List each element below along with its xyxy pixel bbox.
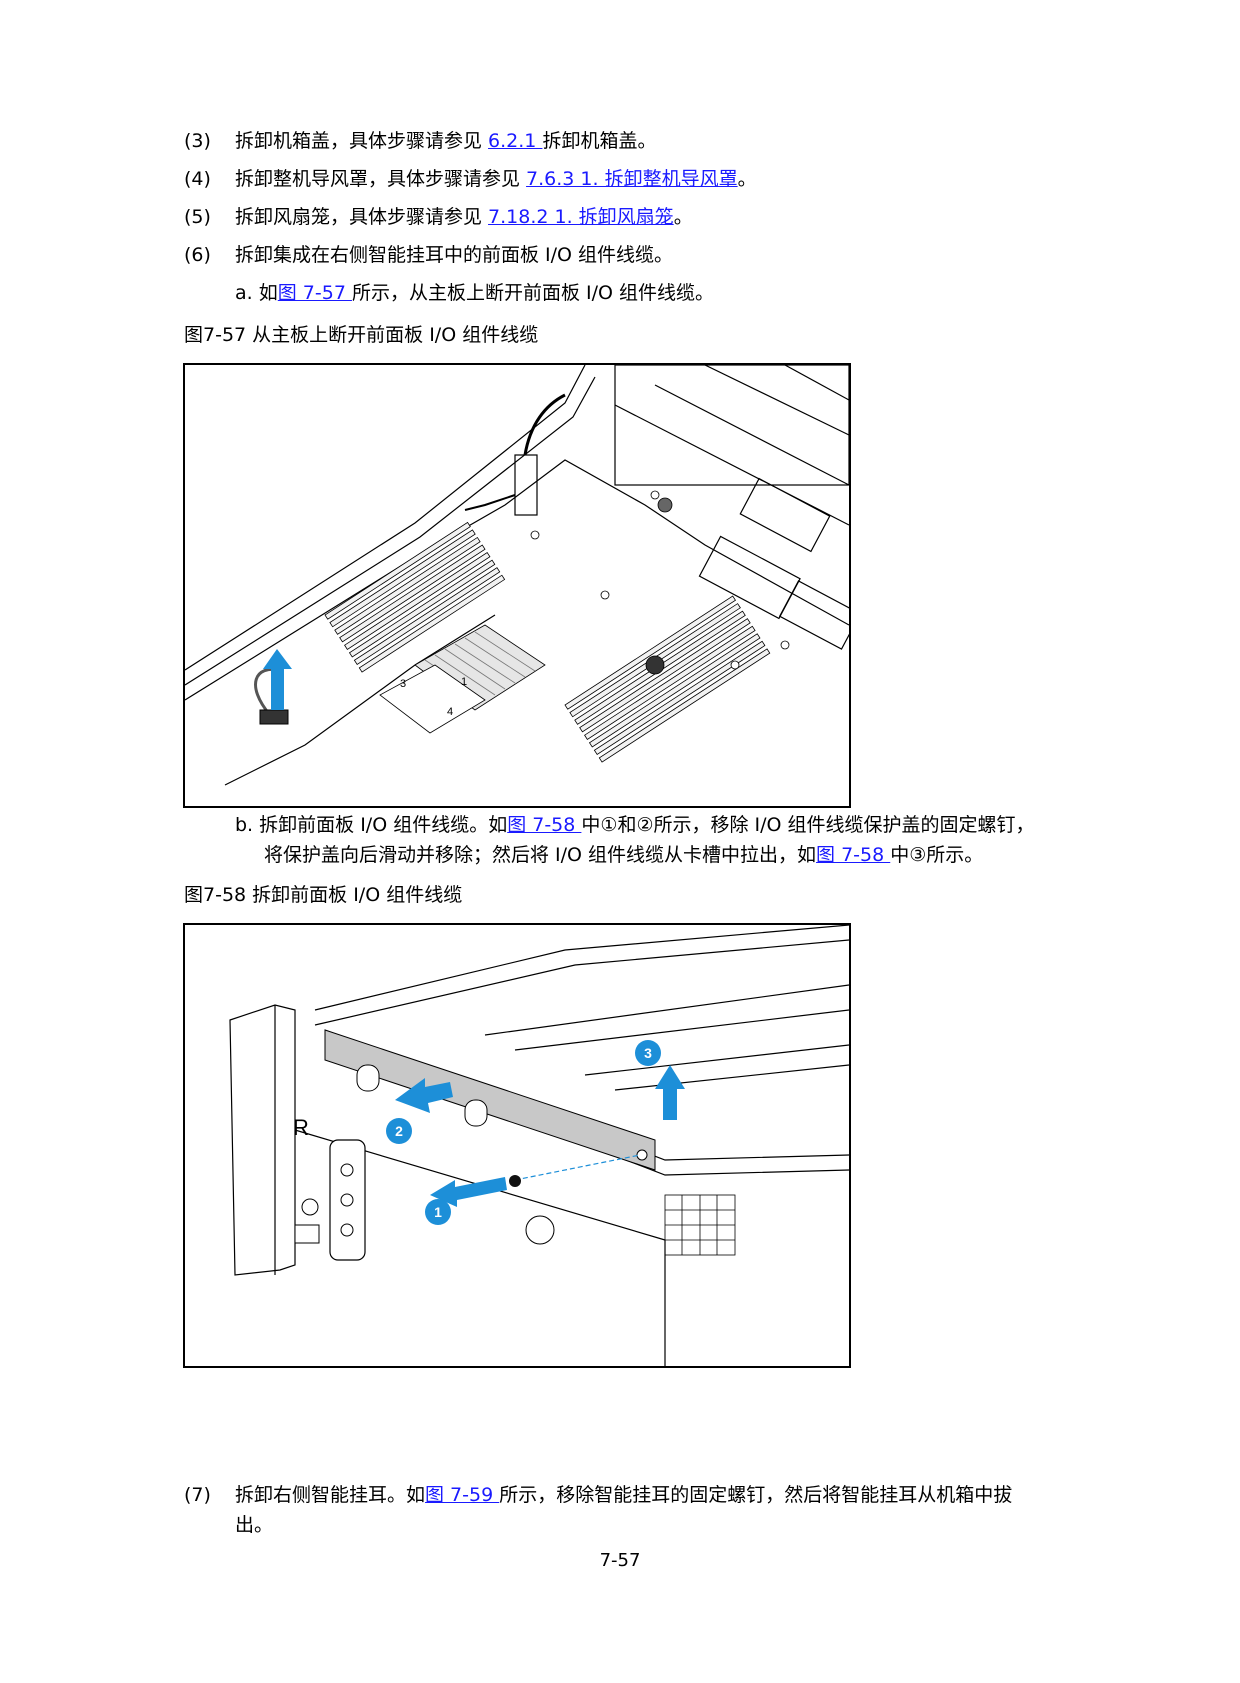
screw — [509, 1175, 521, 1187]
vent-grille — [664, 1194, 736, 1256]
substep-text-end: 中③所示。 — [890, 844, 984, 866]
cable-cover — [324, 1029, 656, 1171]
cross-reference-link[interactable]: 7.18.2 1. 拆卸风扇笼 — [488, 206, 674, 228]
svg-text:3: 3 — [644, 1045, 652, 1061]
substep-text-end: 中①和②所示，移除 I/O 组件线缆保护盖的固定螺钉， — [581, 814, 1035, 836]
pull-up-arrow — [263, 649, 292, 710]
figure-link[interactable]: 图 7-59 — [425, 1484, 500, 1506]
arrow-1 — [430, 1177, 507, 1207]
step-text: 拆卸集成在右侧智能挂耳中的前面板 I/O 组件线缆。 — [235, 244, 674, 266]
figure-caption: 图7-58 拆卸前面板 I/O 组件线缆 — [184, 884, 463, 906]
motherboard-illustration: 3 4 1 — [185, 365, 849, 786]
svg-text:2: 2 — [395, 1123, 403, 1139]
heatsink-mark-1: 1 — [461, 676, 467, 688]
heatsink — [379, 624, 546, 734]
arrow-2 — [395, 1078, 453, 1113]
callout-3 — [635, 1040, 661, 1066]
substep-text: 拆卸前面板 I/O 组件线缆。如 — [259, 814, 508, 836]
figure-caption: 图7-57 从主板上断开前面板 I/O 组件线缆 — [184, 324, 539, 346]
cross-reference-link[interactable]: 7.6.3 1. 拆卸整机导风罩 — [526, 168, 738, 190]
step-number: (3) — [184, 130, 211, 152]
figure-link[interactable]: 图 7-58 — [816, 844, 891, 866]
figure-7-57: 3 4 1 — [183, 363, 851, 808]
substep-a: a. 如图 7-57 所示，从主板上断开前面板 I/O 组件线缆。 — [235, 280, 714, 306]
svg-text:1: 1 — [434, 1204, 442, 1220]
cable-connector — [259, 709, 289, 725]
step-text-end: 。 — [673, 206, 693, 228]
arrow-3 — [655, 1065, 685, 1120]
figure-link[interactable]: 图 7-58 — [507, 814, 582, 836]
substep-text: 如 — [258, 282, 278, 304]
step-text-end: 拆卸机箱盖。 — [542, 130, 657, 152]
step-text: 拆卸风扇笼，具体步骤请参见 — [235, 206, 489, 228]
step-text: 拆卸右侧智能挂耳。如 — [235, 1484, 426, 1506]
substep-text-end: 所示，从主板上断开前面板 I/O 组件线缆。 — [351, 282, 714, 304]
page-number: 7-57 — [599, 1550, 641, 1571]
figure-7-58: R 1 2 3 — [183, 923, 851, 1368]
callout-1 — [425, 1199, 451, 1225]
front-panel-illustration: R 1 2 3 — [229, 925, 849, 1366]
substep-b-line-1: b. 拆卸前面板 I/O 组件线缆。如图 7-58 中①和②所示，移除 I/O … — [235, 812, 1035, 838]
step-text: 拆卸整机导风罩，具体步骤请参见 — [235, 168, 527, 190]
step-number: (5) — [184, 206, 211, 228]
substep-b-line-2: 将保护盖向后滑动并移除；然后将 I/O 组件线缆从卡槽中拉出，如图 7-58 中… — [264, 842, 983, 868]
substep-label: a. — [235, 282, 253, 304]
cross-reference-link[interactable]: 6.2.1 — [488, 130, 543, 152]
step-7-continuation: 出。 — [235, 1514, 274, 1536]
substep-label: b. — [235, 814, 254, 836]
step-number: (4) — [184, 168, 211, 190]
heatsink-mark-4: 4 — [447, 706, 453, 718]
ear-letter: R — [293, 1115, 309, 1140]
callout-2 — [386, 1118, 412, 1144]
heatsink-mark-3: 3 — [400, 678, 406, 690]
step-text-end: 所示，移除智能挂耳的固定螺钉，然后将智能挂耳从机箱中拔 — [499, 1484, 1013, 1506]
substep-text: 将保护盖向后滑动并移除；然后将 I/O 组件线缆从卡槽中拉出，如 — [264, 844, 817, 866]
step-number: (7) — [184, 1484, 211, 1506]
step-text: 拆卸机箱盖，具体步骤请参见 — [235, 130, 489, 152]
step-text-end: 。 — [737, 168, 757, 190]
figure-link[interactable]: 图 7-57 — [277, 282, 352, 304]
step-number: (6) — [184, 244, 211, 266]
